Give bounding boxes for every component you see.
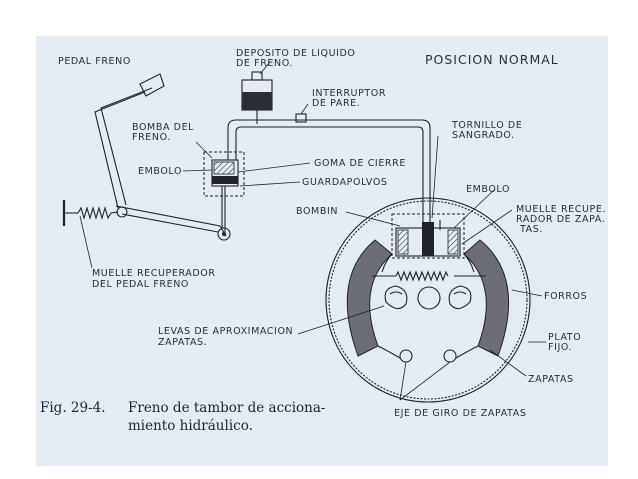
label-forros: FORROS [544, 291, 587, 302]
label-bomba-2: FRENO. [132, 132, 171, 143]
label-embolo-right: EMBOLO [466, 184, 510, 195]
label-levas-1: LEVAS DE APROXIMACION [158, 326, 293, 337]
label-levas-2: ZAPATAS. [158, 337, 207, 348]
brake-shoes [346, 239, 509, 359]
master-cylinder [203, 151, 245, 232]
caption-line-1: Freno de tambor de acciona- [128, 400, 325, 416]
pivot-pins [399, 349, 457, 363]
label-tornillo-1: TORNILLO DE [451, 120, 522, 131]
label-muelle-zapatas-3: TAS. [519, 224, 543, 235]
caption-line-2: miento hidráulico. [128, 418, 253, 434]
label-muelle-pedal-1: MUELLE RECUPERADOR [92, 268, 216, 279]
caption-number: Fig. 29-4. [40, 400, 106, 416]
label-deposito-2: DE FRENO. [236, 58, 293, 69]
brake-pedal [94, 73, 231, 241]
label-muelle-zapatas-1: MUELLE RECUPE. [516, 204, 606, 215]
label-deposito-1: DEPOSITO DE LIQUIDO [236, 48, 356, 59]
hydraulic-line [227, 113, 431, 222]
wheel-cylinder [391, 213, 465, 259]
label-muelle-pedal-2: DEL PEDAL FRENO [92, 279, 189, 290]
label-pedal-freno: PEDAL FRENO [58, 56, 131, 67]
shoe-return-spring [372, 270, 486, 282]
label-plato-1: PLATO [548, 332, 581, 343]
scanned-figure [36, 36, 608, 466]
label-interruptor-1: INTERRUPTOR [312, 88, 386, 99]
pedal-return-spring [62, 200, 119, 226]
label-tornillo-2: SANGRADO. [452, 130, 515, 141]
label-interruptor-2: DE PARE. [312, 98, 360, 109]
approximation-cams [384, 285, 472, 310]
label-bombin: BOMBIN [296, 206, 338, 217]
title: POSICION NORMAL [425, 52, 559, 67]
fluid-reservoir [241, 71, 273, 124]
label-muelle-zapatas-2: RADOR DE ZAPA. [516, 214, 605, 225]
label-goma: GOMA DE CIERRE [314, 158, 406, 169]
leader-lines [79, 61, 546, 401]
label-zapatas: ZAPATAS [528, 374, 574, 385]
stop-switch [295, 113, 307, 123]
label-eje: EJE DE GIRO DE ZAPATAS [394, 408, 526, 419]
label-plato-2: FIJO. [548, 342, 572, 353]
label-guardapolvos: GUARDAPOLVOS [302, 177, 388, 188]
label-embolo-left: EMBOLO [138, 166, 182, 177]
label-bomba-1: BOMBA DEL [132, 122, 194, 133]
brake-drum [325, 197, 531, 403]
